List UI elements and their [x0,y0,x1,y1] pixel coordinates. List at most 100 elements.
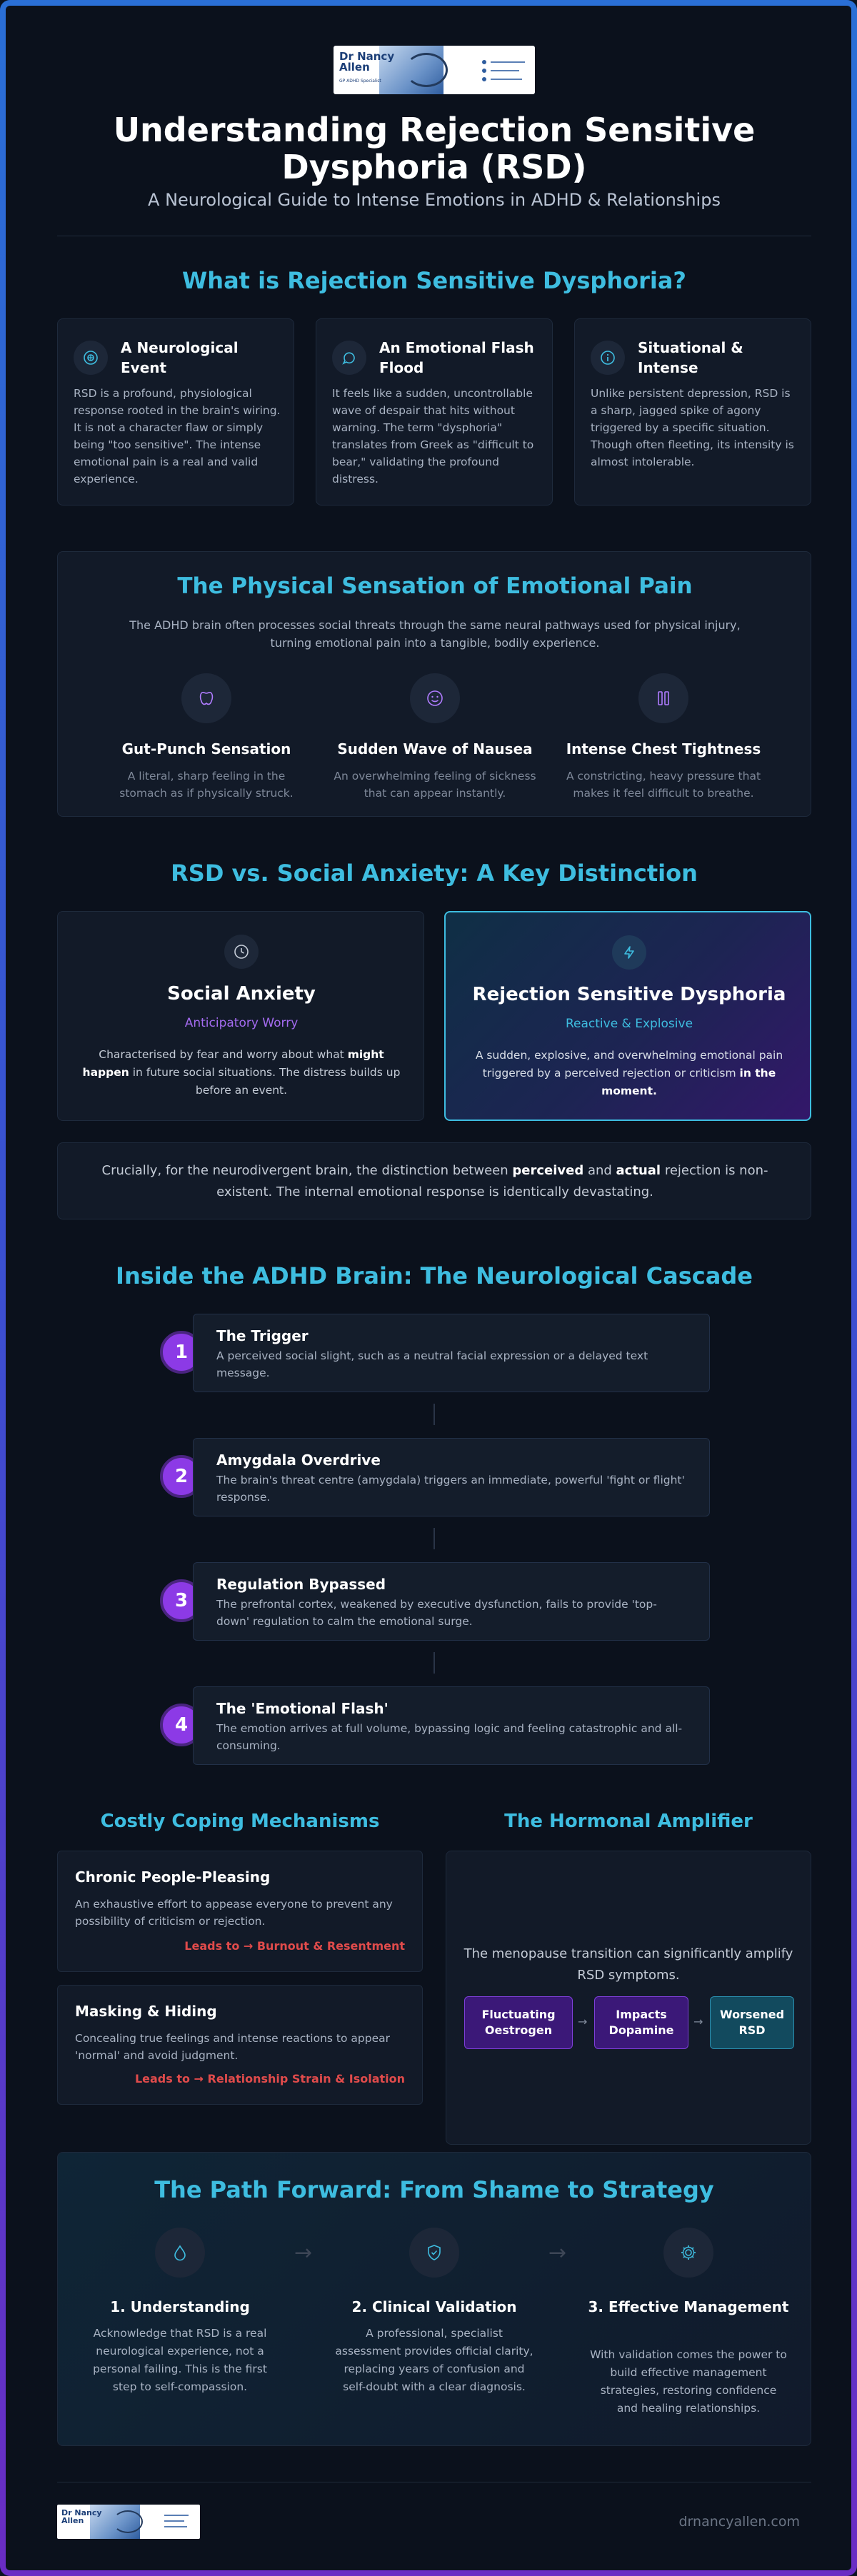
versus-right-tag: Reactive & Explosive [565,1017,693,1031]
physical-item-text: A constricting, heavy pressure that make… [566,770,761,800]
path-step-text: With validation comes the power to build… [590,2348,787,2415]
coping-text: An exhaustive effort to appease everyone… [75,1898,393,1928]
flow-arrow: → [693,2015,703,2028]
text-emphasis: might happen [82,1048,384,1079]
versus-right-text: A sudden, explosive, and overwhelming em… [470,1047,788,1100]
coping-title: Chronic People-Pleasing [75,1868,271,1886]
logo-line [164,2515,189,2516]
card-title: Situational & Intense [638,339,743,376]
versus-note-text: Crucially, for the neurodivergent brain,… [94,1160,776,1203]
header-logo: Dr Nancy Allen GP ADHD Specialist [334,46,535,94]
coping-title: Masking & Hiding [75,2003,217,2020]
step-text: A perceived social slight, such as a neu… [216,1349,648,1379]
card-title: A Neurological Event [121,339,239,376]
path-step-effective-management: 3. Effective Management With validation … [581,2228,796,2442]
section-title-physical: The Physical Sensation of Emotional Pain [177,573,693,599]
text-fragment: in future social situations. The distres… [129,1066,401,1097]
lightning-icon [612,935,646,970]
hormone-flow-worsened-rsd: Worsened RSD [710,1996,794,2049]
text-fragment: Crucially, for the neurodivergent brain,… [101,1163,513,1178]
card-emotional-flash-flood: An Emotional Flash Flood It feels like a… [316,318,553,505]
step-connector [433,1528,435,1549]
step-text: The prefrontal cortex, weakened by execu… [216,1598,657,1628]
logo-dot [482,60,486,64]
physical-item-title: Intense Chest Tightness [566,740,761,758]
logo-line [164,2520,184,2522]
versus-right-title: Rejection Sensitive Dysphoria [472,984,786,1005]
shield-check-icon [409,2228,459,2278]
stethoscope-icon [113,2510,143,2533]
logo-text: Dr Nancy Allen [339,51,394,73]
card-text: RSD is a profound, physiological respons… [74,387,281,485]
logo-dot [482,69,486,73]
hormone-flow-dopamine: Impacts Dopamine [594,1996,688,2049]
flow-arrow: → [578,2015,588,2028]
logo-line [491,61,525,63]
cascade-step-regulation: Regulation Bypassed The prefrontal corte… [193,1562,710,1641]
text-emphasis: actual [616,1163,661,1178]
logo-name-line1: Dr Nancy [61,2508,102,2517]
section-title-what-is: What is Rejection Sensitive Dysphoria? [182,267,686,294]
coping-text: Concealing true feelings and intense rea… [75,2032,390,2062]
path-arrow: → [294,2240,313,2265]
step-title: The Trigger [216,1327,309,1344]
physical-item-gut-punch: Gut-Punch Sensation A literal, sharp fee… [89,673,324,802]
page-title: Understanding Rejection Sensitive Dyspho… [113,111,756,186]
chest-icon [638,673,688,723]
physical-item-title: Sudden Wave of Nausea [337,740,533,758]
text-fragment: rejection is non-existent. The internal … [216,1163,768,1199]
versus-left-text: Characterised by fear and worry about wh… [82,1046,401,1100]
logo-name-line2: Allen [61,2516,84,2525]
coping-masking: Masking & Hiding Concealing true feeling… [57,1985,423,2105]
card-neurological-event: A Neurological Event RSD is a profound, … [57,318,294,505]
logo-line [164,2526,187,2527]
section-title-hormonal: The Hormonal Amplifier [504,1811,753,1832]
speech-bubble-icon [332,341,366,375]
path-forward-panel [57,2152,811,2446]
hormonal-text: The menopause transition can significant… [463,1946,793,1983]
cascade-step-trigger: The Trigger A perceived social slight, s… [193,1314,710,1392]
text-fragment: A sudden, explosive, and overwhelming em… [475,1049,783,1080]
versus-left-title: Social Anxiety [167,983,316,1005]
physical-item-nausea: Sudden Wave of Nausea An overwhelming fe… [317,673,553,802]
hormone-flow-oestrogen: Fluctuating Oestrogen [464,1996,573,2049]
logo-name-line1: Dr Nancy [339,50,395,63]
logo-text: Dr Nancy Allen [61,2509,102,2525]
physical-item-title: Gut-Punch Sensation [121,740,291,758]
step-text: The emotion arrives at full volume, bypa… [216,1722,683,1752]
path-arrow: → [548,2240,567,2265]
stomach-icon [181,673,231,723]
versus-note: Crucially, for the neurodivergent brain,… [57,1142,811,1219]
section-title-cascade: Inside the ADHD Brain: The Neurological … [116,1262,753,1289]
section-title-versus: RSD vs. Social Anxiety: A Key Distinctio… [171,860,698,887]
path-step-title: 1. Understanding [110,2298,250,2315]
nausea-face-icon [410,673,460,723]
section-title-coping: Costly Coping Mechanisms [100,1811,380,1832]
text-emphasis: in the moment. [601,1067,776,1097]
versus-left-tag: Anticipatory Worry [184,1016,299,1030]
cascade-step-amygdala: Amygdala Overdrive The brain's threat ce… [193,1438,710,1516]
card-title: An Emotional Flash Flood [379,339,534,376]
step-title: Regulation Bypassed [216,1576,386,1593]
coping-people-pleasing: Chronic People-Pleasing An exhaustive ef… [57,1851,423,1972]
step-connector [433,1404,435,1425]
card-rsd: Rejection Sensitive Dysphoria Reactive &… [444,911,811,1121]
step-text: The brain's threat centre (amygdala) tri… [216,1474,685,1504]
info-icon [591,341,625,375]
cascade-step-emotional-flash: The 'Emotional Flash' The emotion arrive… [193,1686,710,1765]
step-title: The 'Emotional Flash' [216,1700,389,1717]
card-text: It feels like a sudden, uncontrollable w… [332,387,534,485]
footer-website-link[interactable]: drnancyallen.com [678,2514,800,2530]
text-fragment: Characterised by fear and worry about wh… [99,1048,348,1061]
clock-icon [224,935,259,969]
path-step-title: 3. Effective Management [588,2298,789,2315]
logo-name-line2: Allen [339,61,370,74]
footer-logo: Dr Nancy Allen [57,2505,200,2539]
path-step-text: A professional, specialist assessment pr… [335,2327,533,2393]
path-step-text: Acknowledge that RSD is a real neurologi… [93,2327,267,2393]
step-title: Amygdala Overdrive [216,1451,381,1469]
target-icon [74,341,108,375]
section-title-path: The Path Forward: From Shame to Strategy [154,2176,714,2203]
card-situational-intense: Situational & Intense Unlike persistent … [574,318,811,505]
